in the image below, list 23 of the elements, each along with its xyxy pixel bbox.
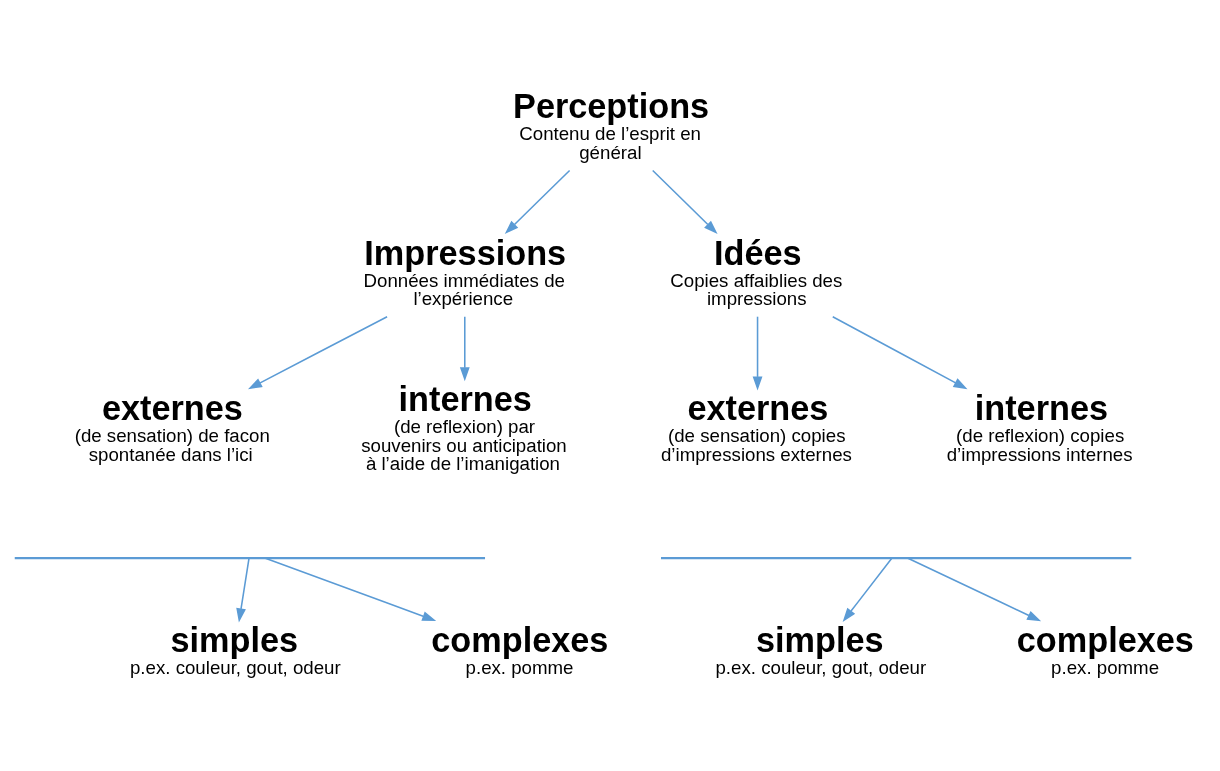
arrow <box>651 169 718 234</box>
node-bracket <box>14 556 486 559</box>
node-text: internes (de reflexion) copies d’impressions internes <box>946 388 1133 465</box>
arrow <box>907 556 1042 621</box>
node-text: simples p.ex. couleur, gout, odeur <box>129 620 341 678</box>
node-text: internes (de reflexion) par souvenirs ou anticipation à l’aide de l’imanigation <box>361 379 567 474</box>
node-text: externes (de sensation) de facon spontanée dans l’ici <box>74 388 270 465</box>
node-text: externes (de sensation) copies d’impressions externes <box>661 388 852 465</box>
node-text: Impressions Données immédiates de l’expérience <box>363 233 567 309</box>
node-text: Perceptions Contenu de l’esprit en général <box>513 86 710 163</box>
node-text: complexes p.ex. pomme <box>431 620 609 678</box>
arrow <box>459 315 470 381</box>
arrow <box>236 557 250 622</box>
arrow <box>504 169 571 234</box>
arrow <box>264 556 437 621</box>
arrow <box>247 315 388 389</box>
arrow <box>831 315 968 389</box>
arrow <box>842 557 893 622</box>
node-text: simples p.ex. couleur, gout, odeur <box>715 620 927 678</box>
node-text: complexes p.ex. pomme <box>1016 620 1194 678</box>
node-bracket <box>661 556 1132 559</box>
node-text: Idées Copies affaiblies des impressions <box>670 233 843 309</box>
arrow <box>752 315 763 390</box>
